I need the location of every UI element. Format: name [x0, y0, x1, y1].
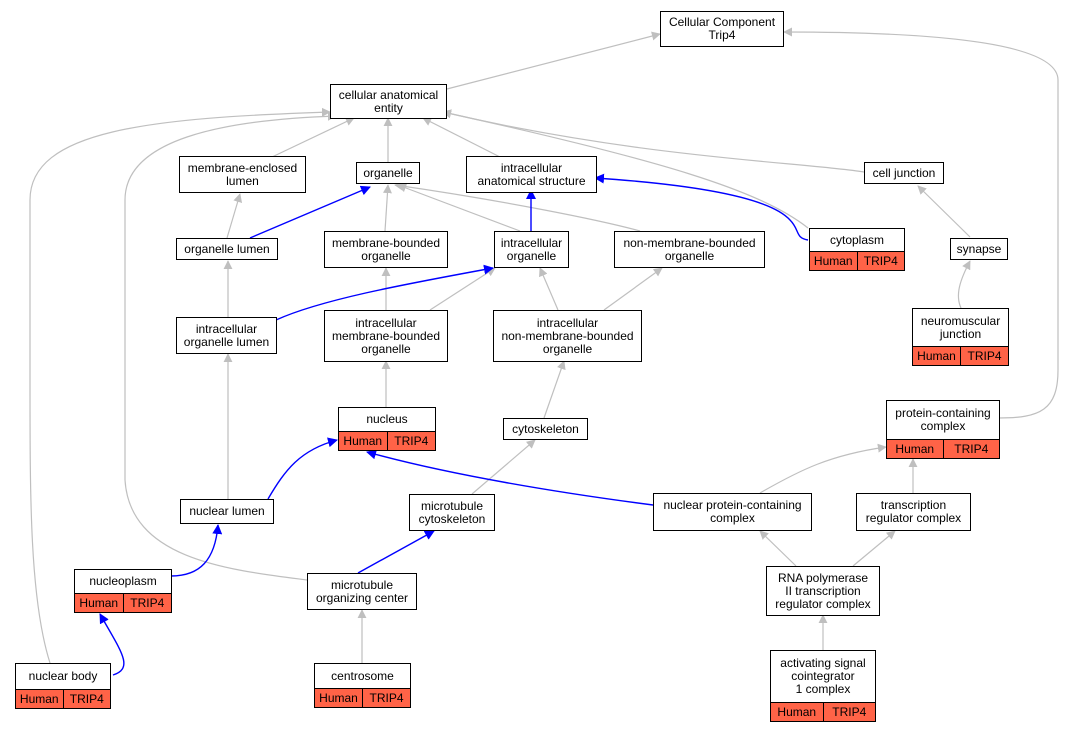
species-label: Human — [813, 253, 853, 268]
edge-pcc-root — [783, 27, 1059, 419]
node-transcription-regulator-complex[interactable]: transcription regulator complex — [856, 493, 971, 531]
edge-cytoplasm-cae — [442, 109, 809, 229]
node-organelle[interactable]: organelle — [356, 162, 420, 184]
edge-mtoc-cae — [124, 111, 337, 581]
node-activating-signal-cointegrator-1-complex[interactable]: activating signal cointegrator 1 complex… — [770, 650, 876, 722]
species-label: Human — [917, 348, 956, 363]
node-nuclear-lumen[interactable]: nuclear lumen — [180, 499, 274, 524]
node-intracellular-anatomical-structure[interactable]: intracellular anatomical structure — [466, 156, 597, 193]
node-cellular-component-root[interactable]: Cellular Component Trip4 — [660, 11, 784, 47]
edge-npcc-nucleus — [366, 449, 654, 506]
node-membrane-bounded-organelle[interactable]: membrane-bounded organelle — [324, 231, 448, 268]
edge-nmbo-organelle — [394, 181, 641, 232]
edge-orglumen-organelle — [249, 185, 371, 239]
node-intracellular-membrane-bounded-organelle[interactable]: intracellular membrane-bounded organelle — [324, 310, 448, 362]
annotation-row: Human TRIP4 — [913, 347, 1008, 365]
edge-ias-cae — [422, 117, 501, 158]
gene-label: TRIP4 — [122, 594, 172, 612]
edge-nucbody-cae — [29, 107, 331, 664]
node-organelle-lumen[interactable]: organelle lumen — [176, 238, 278, 260]
node-microtubule-organizing-center[interactable]: microtubule organizing center — [307, 573, 417, 610]
edge-cytoskeleton-inmbo — [543, 360, 566, 419]
gene-label: TRIP4 — [822, 703, 876, 721]
gene-label: TRIP4 — [942, 440, 1000, 458]
edge-nucbody-nucleoplasm — [99, 613, 125, 676]
species-label: Human — [777, 704, 817, 719]
edge-mbo-organelle — [382, 184, 392, 232]
edge-nuclumen-nucleus — [267, 437, 338, 500]
edge-cytoplasm-ias — [594, 173, 809, 241]
gene-label: TRIP4 — [362, 689, 410, 707]
gene-label: TRIP4 — [386, 432, 436, 450]
node-membrane-enclosed-lumen[interactable]: membrane-enclosed lumen — [179, 156, 306, 193]
edge-inmbo-io — [539, 267, 559, 311]
gene-label: TRIP4 — [856, 252, 905, 270]
edge-mtcs-cytoskeleton — [471, 439, 536, 495]
node-intracellular-organelle[interactable]: intracellular organelle — [494, 231, 569, 268]
node-rna-polymerase-ii-transcription-regulator-complex[interactable]: RNA polymerase II transcription regulato… — [766, 566, 880, 616]
edge-orglumen-mel — [226, 193, 243, 239]
edge-inmbo-nmbo — [603, 267, 663, 311]
edge-celljunction-cae — [442, 109, 865, 173]
gene-label: TRIP4 — [62, 690, 111, 708]
species-label: Human — [343, 433, 383, 448]
node-nuclear-protein-containing-complex[interactable]: nuclear protein-containing complex — [653, 493, 812, 531]
node-microtubule-cytoskeleton[interactable]: microtubule cytoskeleton — [409, 494, 495, 531]
edge-cae-root — [442, 31, 661, 91]
node-intracellular-organelle-lumen[interactable]: intracellular organelle lumen — [176, 317, 277, 354]
node-cell-junction[interactable]: cell junction — [864, 162, 944, 184]
species-label: Human — [319, 690, 358, 705]
node-intracellular-non-membrane-bounded-organelle[interactable]: intracellular non-membrane-bounded organ… — [493, 310, 642, 362]
edge-rnap-trc — [852, 530, 896, 567]
edge-imbo-io — [429, 267, 496, 311]
edge-npcc-pcc — [759, 443, 887, 494]
edge-nmj-synapse — [957, 260, 971, 309]
annotation-row: Human TRIP4 — [315, 689, 410, 707]
annotation-row: Human TRIP4 — [771, 703, 875, 721]
annotation-row: Human TRIP4 — [887, 440, 999, 458]
node-cytoskeleton[interactable]: cytoskeleton — [503, 418, 588, 440]
node-cellular-anatomical-entity[interactable]: cellular anatomical entity — [330, 84, 447, 119]
species-label: Human — [19, 691, 59, 706]
edge-iol-io — [275, 264, 494, 321]
node-synapse[interactable]: synapse — [950, 238, 1008, 260]
edge-mel-cae — [271, 117, 355, 158]
edge-synapse-celljunction — [917, 185, 971, 238]
species-label: Human — [79, 595, 119, 610]
edge-mtoc-mtcs — [357, 530, 435, 574]
node-non-membrane-bounded-organelle[interactable]: non-membrane-bounded organelle — [614, 231, 765, 268]
edge-nucleoplasm-nuclumen — [170, 524, 223, 577]
edge-io-organelle — [397, 183, 521, 232]
species-label: Human — [895, 441, 935, 456]
gene-label: TRIP4 — [960, 347, 1008, 365]
edge-rnap-npcc — [759, 530, 797, 567]
